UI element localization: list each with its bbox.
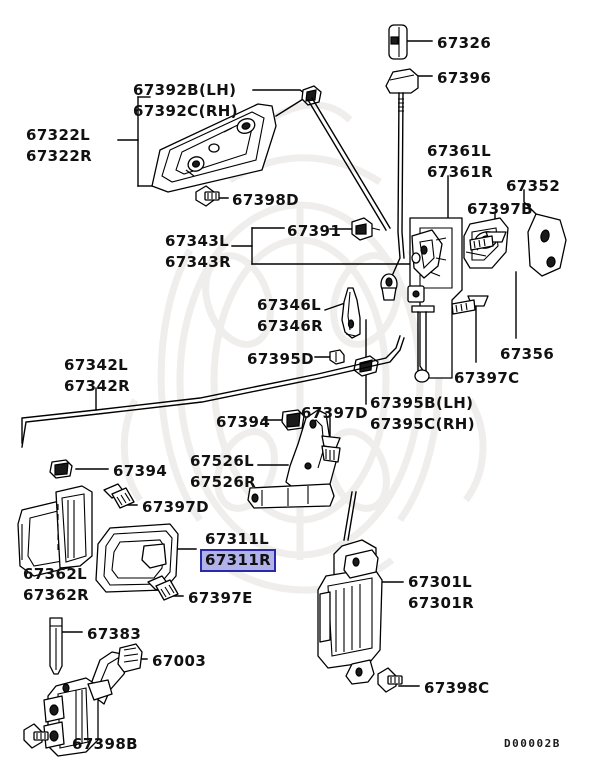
part-label-67398b: 67398B <box>72 735 139 753</box>
part-screw-67398d <box>195 185 220 207</box>
part-knob-cap-67326 <box>388 24 408 60</box>
part-handle-bezel-67362 <box>17 485 93 577</box>
part-bolt-67398b <box>23 723 49 749</box>
part-label-67397d: 67397D <box>301 404 369 422</box>
part-label-67397b: 67397B <box>467 200 534 218</box>
part-label-67322r: 67322R <box>26 147 93 165</box>
part-clip-67391 <box>351 217 381 241</box>
part-label-67322l: 67322L <box>26 126 91 144</box>
part-label-67362l: 67362L <box>23 565 88 583</box>
part-label-67396: 67396 <box>437 69 492 87</box>
part-screw-67397b <box>469 231 507 251</box>
part-label-67398d: 67398D <box>232 191 300 209</box>
part-label-67395d: 67395D <box>247 350 315 368</box>
part-label-67394: 67394 <box>113 462 168 480</box>
part-lock-rod-67361 <box>380 92 405 301</box>
part-clip-67394-left <box>49 459 73 479</box>
part-label-67397d: 67397D <box>142 498 210 516</box>
part-label-67356: 67356 <box>500 345 555 363</box>
part-door-latch-67301 <box>407 217 463 383</box>
part-label-67342r: 67342R <box>64 377 131 395</box>
part-screw-67397d-upper <box>321 435 341 463</box>
part-label-67301l: 67301L <box>408 573 473 591</box>
part-label-67392crh: 67392C(RH) <box>133 102 239 120</box>
part-door-checker-67003 <box>43 643 143 757</box>
part-label-67343r: 67343R <box>165 253 232 271</box>
part-label-67311r[interactable]: 67311R <box>200 549 277 572</box>
part-rod-67343 <box>307 97 391 231</box>
part-clip-67395d <box>329 349 345 365</box>
part-label-67352: 67352 <box>506 177 561 195</box>
part-bracket-67526 <box>247 409 337 509</box>
part-clip-67394-mid <box>281 409 305 431</box>
part-label-67383: 67383 <box>87 625 142 643</box>
part-label-67391: 67391 <box>287 222 342 240</box>
part-label-67346r: 67346R <box>257 317 324 335</box>
part-label-67301r: 67301R <box>408 594 475 612</box>
part-label-67526r: 67526R <box>190 473 257 491</box>
part-label-67311l: 67311L <box>205 530 270 548</box>
part-bolt-67398c <box>377 667 403 693</box>
part-label-67003: 67003 <box>152 652 207 670</box>
part-clip-joint-upper <box>301 85 322 106</box>
part-label-67392blh: 67392B(LH) <box>133 81 237 99</box>
part-latch-body-lower <box>317 491 383 685</box>
part-lever-67346 <box>341 287 361 339</box>
part-label-67342l: 67342L <box>64 356 129 374</box>
part-screw-67397c <box>451 295 489 315</box>
part-label-67346l: 67346L <box>257 296 322 314</box>
part-label-67394: 67394 <box>216 413 271 431</box>
part-label-67326: 67326 <box>437 34 492 52</box>
part-label-67397c: 67397C <box>454 369 520 387</box>
part-label-67343l: 67343L <box>165 232 230 250</box>
part-label-67361r: 67361R <box>427 163 494 181</box>
part-label-67395crh: 67395C(RH) <box>370 415 476 433</box>
part-label-67362r: 67362R <box>23 586 90 604</box>
part-inside-handle-67311 <box>95 523 179 593</box>
part-label-67526l: 67526L <box>190 452 255 470</box>
part-striker-plate-67352 <box>527 213 567 277</box>
part-label-67398c: 67398C <box>424 679 490 697</box>
part-label-67395blh: 67395B(LH) <box>370 394 474 412</box>
watermark <box>120 101 487 594</box>
diagram-corner-code: D00002B <box>504 737 561 750</box>
part-pin-67383 <box>49 617 63 675</box>
part-rod-67342 <box>21 335 405 448</box>
part-lock-knob-67396 <box>385 68 419 94</box>
part-label-67397e: 67397E <box>188 589 253 607</box>
part-screw-67397d-left <box>103 483 135 509</box>
part-label-67361l: 67361L <box>427 142 492 160</box>
part-screw-67397e <box>147 575 179 601</box>
